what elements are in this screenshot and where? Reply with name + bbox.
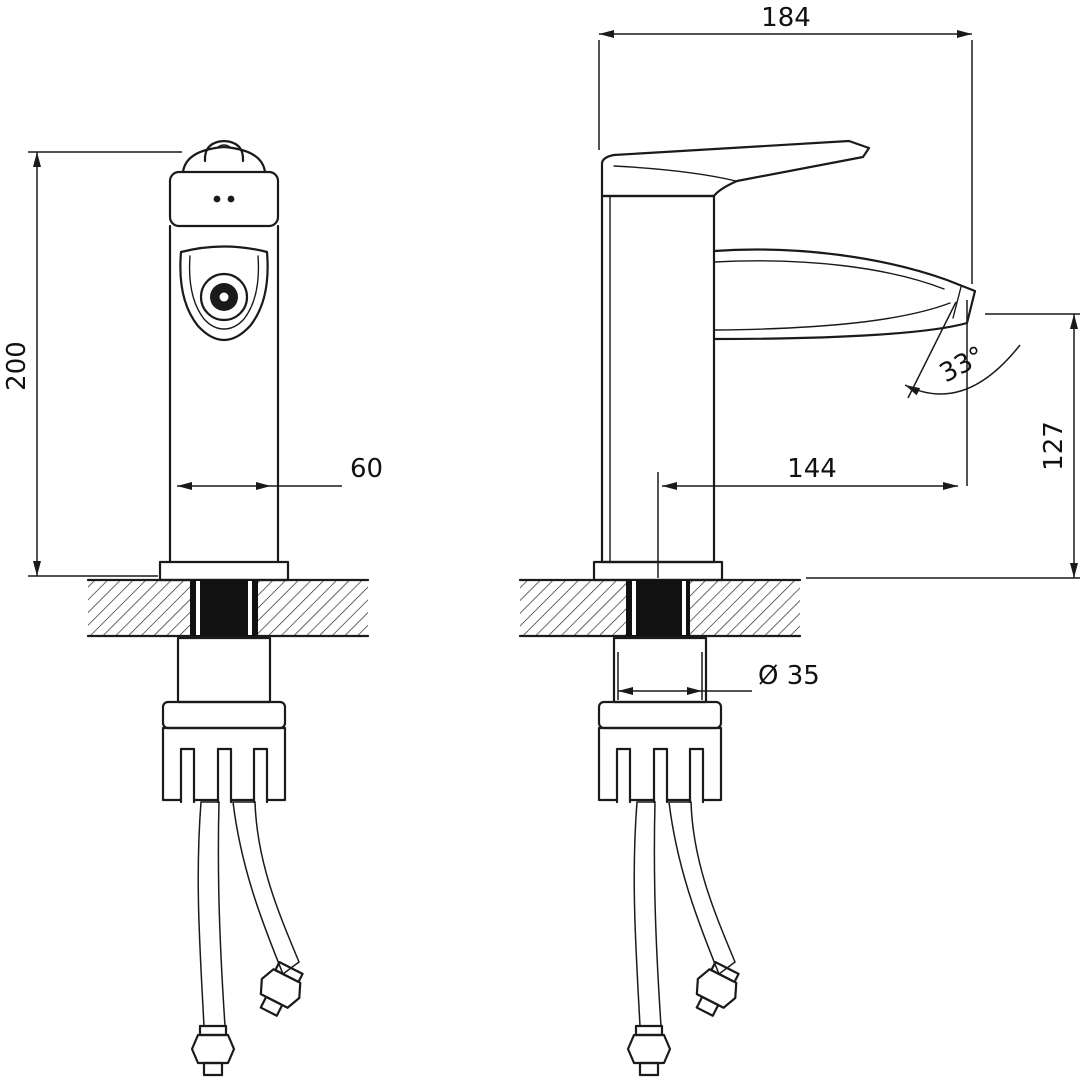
upper-housing [168,170,280,228]
dim-body-width-label: 60 [350,454,383,484]
nut-slots [615,747,705,804]
dim-outlet-height-label: 127 [1039,421,1069,471]
dim-overall-height-label: 200 [2,341,32,391]
dim-outlet-height: 127 [806,313,1080,579]
handle-lever [600,139,871,198]
dim-overall-height: 200 [2,151,182,577]
spout-shield [179,245,269,342]
hose-fitting [190,1024,236,1077]
supply-hose [232,801,300,976]
shank-cylinder [612,636,708,704]
handle-knob [203,139,245,163]
aerator-outer [199,272,249,322]
nut-slots [179,747,269,804]
dim-body-width: 60 [177,454,383,490]
mount-shank [190,580,258,636]
hose-fitting [695,960,740,1017]
mount-shank [626,580,690,636]
shank-cylinder [176,636,272,704]
mount-washer [161,700,287,730]
spout-tip-line [952,286,962,319]
hose-fitting [626,1024,672,1077]
faucet-body-front [168,224,280,564]
side-view: 184 33° 144 127 Ø 35 [518,3,1080,1077]
supply-hose [668,801,736,976]
dim-spout-angle: 33° [904,300,1021,486]
mount-washer [597,700,723,730]
base-plate [158,560,290,582]
supply-hose [633,801,662,1027]
dim-overall-length: 184 [598,3,973,284]
aerator-center [219,292,229,302]
screw-dot [227,195,235,203]
front-view: 200 60 [2,139,383,1077]
dim-spout-reach: 144 [657,454,958,578]
supply-hose [197,801,226,1027]
dim-overall-length-label: 184 [761,3,811,33]
hose-fitting [259,960,304,1017]
dim-mount-hole-label: Ø 35 [758,661,820,691]
screw-dot [213,195,221,203]
dim-mount-hole: Ø 35 [617,652,820,700]
cap-dome [181,145,267,174]
dim-spout-reach-label: 144 [787,454,837,484]
spout [712,248,977,341]
